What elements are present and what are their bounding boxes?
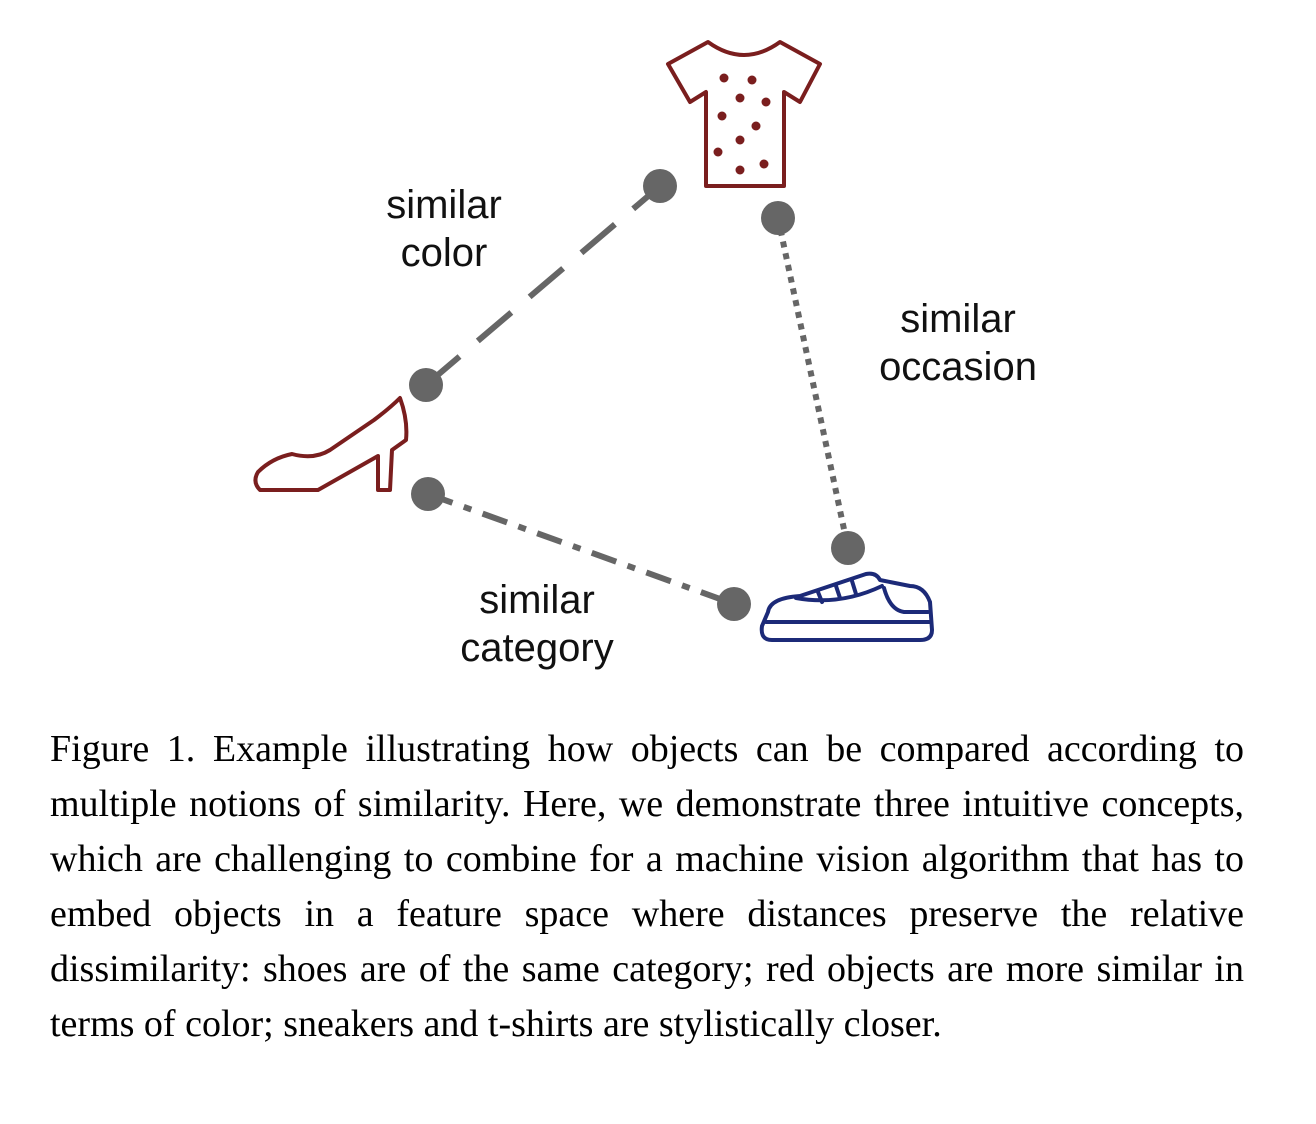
tshirt-icon bbox=[666, 40, 822, 188]
connector-similar-category bbox=[411, 477, 751, 621]
label-similar-occasion-line2: occasion bbox=[879, 345, 1037, 389]
label-similar-color-line2: color bbox=[401, 231, 488, 275]
label-similar-category-line2: category bbox=[460, 626, 613, 670]
label-similar-color-line1: similar bbox=[386, 183, 502, 227]
similarity-diagram: similar color similar occasion similar c… bbox=[253, 40, 1037, 670]
label-similar-occasion-line1: similar bbox=[900, 297, 1016, 341]
figure-caption: Figure 1. Example illustrating how objec… bbox=[50, 728, 1244, 1045]
label-similar-category-line1: similar bbox=[479, 578, 595, 622]
sneaker-icon bbox=[759, 571, 934, 642]
high-heel-shoe-icon bbox=[253, 396, 409, 492]
connector-similar-occasion bbox=[761, 201, 865, 565]
connector-similar-color bbox=[409, 169, 677, 402]
